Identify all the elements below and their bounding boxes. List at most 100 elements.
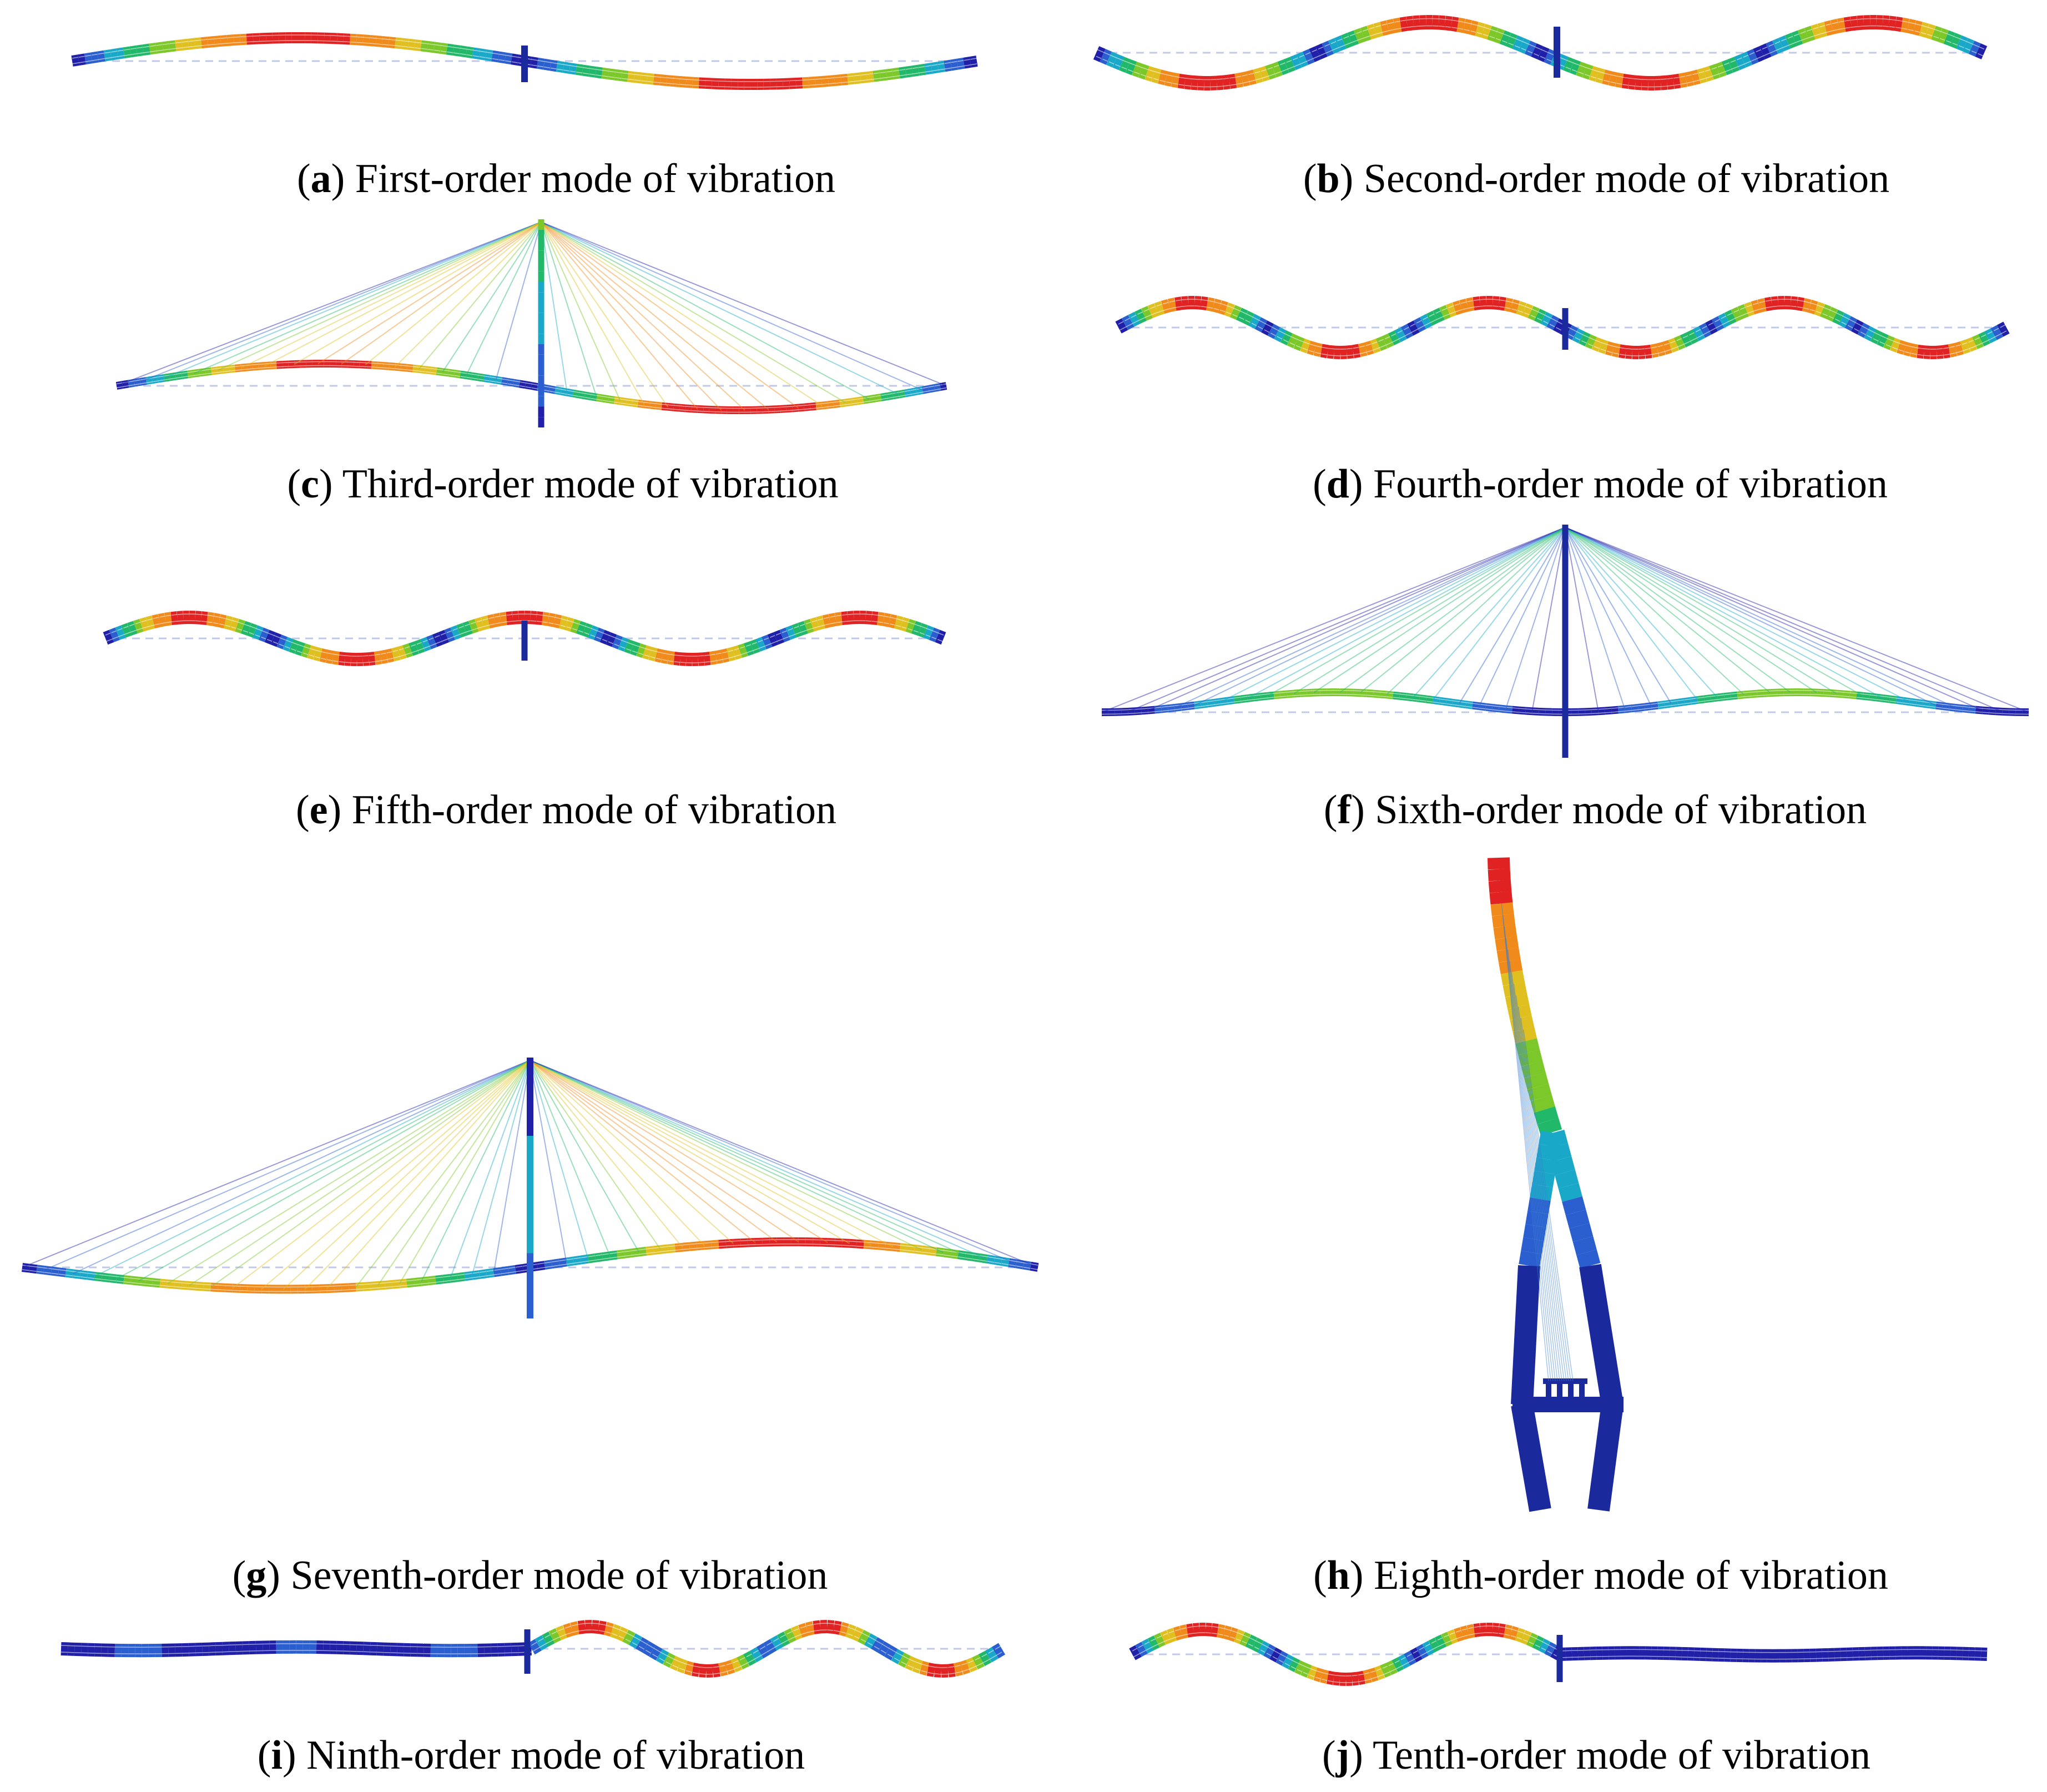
deck-mesh-line: [581, 1260, 588, 1263]
deck-mesh-line: [375, 653, 381, 656]
deck-segment: [636, 1637, 649, 1653]
deck-mesh-line: [1959, 38, 1965, 42]
deck-segment: [616, 1627, 628, 1642]
deck-segment: [905, 66, 913, 78]
deck-segment: [1294, 1660, 1307, 1675]
deck-segment: [959, 1659, 971, 1675]
deck-segment: [1925, 23, 1936, 40]
deck-segment: [1703, 66, 1714, 82]
deck-mesh-line: [460, 376, 467, 378]
deck-segment: [1589, 66, 1600, 82]
deck-segment: [944, 59, 952, 72]
deck-mesh-line: [1470, 30, 1477, 33]
deck-mesh-line: [537, 60, 544, 62]
deck-segment: [1410, 1647, 1423, 1663]
deck-mesh-line: [789, 80, 796, 82]
deck-mesh-line: [91, 53, 98, 56]
deck-mesh-line: [1254, 1639, 1261, 1644]
deck-mesh-line: [1635, 85, 1642, 87]
deck-mesh-line: [138, 1282, 146, 1285]
deck-mesh-line: [775, 639, 783, 642]
deck-mesh-line: [1511, 308, 1519, 311]
stay-cable: [541, 222, 799, 409]
deck-mesh-line: [1178, 84, 1186, 86]
deck-mesh-line: [1843, 692, 1850, 693]
stay-cable: [73, 1060, 531, 1275]
deck-segment: [1386, 691, 1394, 699]
deck-mesh-line: [1597, 78, 1604, 81]
deck-segment: [570, 618, 581, 634]
deck-segment: [573, 1255, 582, 1266]
deck-segment: [465, 371, 473, 380]
deck-segment: [442, 368, 449, 377]
deck-segment: [1826, 306, 1838, 322]
deck-segment: [130, 1276, 139, 1286]
deck-segment: [584, 391, 592, 400]
deck-segment: [163, 373, 171, 382]
deck-mesh-line: [447, 46, 454, 48]
deck-segment: [374, 651, 382, 665]
deck-mesh-line: [201, 44, 208, 46]
deck-mesh-line: [620, 639, 627, 643]
deck-mesh-line: [85, 60, 92, 62]
deck-mesh-line: [104, 52, 111, 54]
deck-segment: [1346, 345, 1354, 359]
deck-mesh-line: [1201, 701, 1208, 703]
deck-mesh-line: [1698, 78, 1706, 81]
deck-mesh-line: [899, 74, 906, 77]
caption-f-letter: f: [1337, 787, 1352, 833]
deck-mesh-line: [584, 397, 591, 399]
deck-mesh-line: [160, 1285, 168, 1287]
deck-mesh-line: [794, 632, 800, 636]
deck-mesh-line: [128, 380, 135, 382]
deck-mesh-line: [1308, 343, 1315, 346]
deck-segment: [1300, 1663, 1312, 1678]
tower-upper-leg-segment: [1576, 1250, 1601, 1269]
deck-mesh-line: [728, 656, 734, 659]
deck-segment: [1315, 43, 1328, 59]
deck-mesh-line: [834, 1240, 843, 1241]
deck-mesh-line: [1134, 64, 1141, 68]
deck-mesh-line: [828, 83, 835, 84]
deck-segment: [785, 625, 796, 640]
deck-mesh-line: [780, 1640, 787, 1645]
deck-segment: [864, 1633, 878, 1649]
deck-mesh-line: [401, 365, 407, 366]
deck-mesh-line: [800, 1625, 808, 1629]
deck-mesh-line: [58, 1269, 66, 1271]
deck-segment: [911, 64, 920, 77]
deck-segment: [1271, 61, 1283, 78]
deck-segment: [391, 1279, 400, 1289]
deck-mesh-line: [1838, 28, 1845, 30]
deck-mesh-line: [1147, 75, 1154, 79]
stay-cable: [1504, 926, 1554, 1382]
deck-mesh-line: [1854, 321, 1861, 326]
deck-mesh-line: [650, 656, 657, 659]
deck-segment: [653, 73, 661, 85]
deck-segment: [622, 1629, 636, 1645]
deck-mesh-line: [1737, 64, 1743, 68]
deck-mesh-line: [436, 369, 443, 371]
deck-mesh-line: [110, 51, 118, 53]
deck-mesh-line: [266, 632, 274, 636]
deck-segment: [139, 617, 149, 632]
deck-mesh-line: [531, 1648, 538, 1653]
deck-mesh-line: [1759, 300, 1766, 304]
deck-segment: [1241, 71, 1251, 87]
deck-mesh-line: [1293, 64, 1299, 68]
stay-cable: [294, 222, 542, 365]
deck-segment: [1236, 308, 1248, 323]
deck-mesh-line: [1591, 712, 1599, 714]
deck-mesh-line: [1406, 1659, 1414, 1664]
deck-mesh-line: [1978, 53, 1985, 57]
deck-mesh-line: [255, 627, 261, 631]
deck-mesh-line: [164, 375, 170, 377]
deck-mesh-line: [901, 620, 908, 623]
deck-segment: [1680, 332, 1692, 348]
deck-segment: [594, 67, 603, 79]
deck-mesh-line: [205, 373, 211, 375]
stay-cable: [164, 222, 542, 379]
deck-mesh-line: [789, 85, 796, 87]
deck-mesh-line: [910, 389, 917, 391]
deck-mesh-line: [1916, 704, 1923, 706]
